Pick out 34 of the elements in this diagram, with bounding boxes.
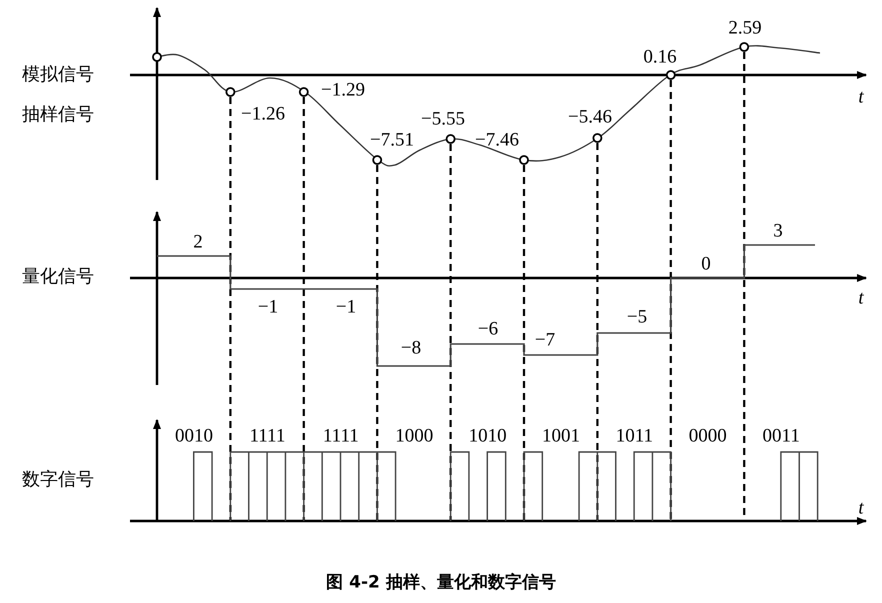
signal-name: 模拟信号 [22, 66, 94, 84]
level-label: −5 [626, 308, 648, 326]
signal-name: 数字信号 [22, 471, 94, 489]
binary-code: 1011 [616, 426, 654, 446]
value-label: −7.46 [475, 130, 519, 150]
signal-name: 量化信号 [22, 268, 94, 286]
figure-caption: 图 4-2 抽样、量化和数字信号 [326, 574, 556, 592]
value-label: −1.26 [241, 104, 285, 124]
level-label: −8 [400, 338, 422, 358]
level-label: −7 [534, 330, 556, 350]
level-label: −1 [336, 298, 356, 316]
axis-label: t [858, 498, 864, 518]
level-label: −1 [258, 298, 278, 316]
axis-label: t [858, 88, 864, 106]
binary-code: 0000 [688, 426, 727, 446]
value-label: 2.59 [728, 18, 762, 38]
binary-code: 1111 [249, 426, 286, 446]
binary-code: 1001 [542, 426, 580, 446]
value-label: −5.55 [421, 110, 465, 128]
binary-code: 0010 [175, 426, 213, 446]
binary-code: 1010 [468, 426, 507, 446]
axis-label: t [858, 288, 864, 308]
value-label: −7.51 [370, 130, 414, 150]
binary-code: 1000 [395, 426, 434, 446]
level-label: 0 [701, 254, 711, 274]
value-label: −5.46 [568, 108, 612, 126]
level-label: 3 [773, 222, 783, 240]
level-label: −6 [478, 320, 498, 338]
binary-code: 0011 [762, 426, 800, 446]
signal-name: 抽样信号 [22, 106, 94, 124]
value-label: 0.16 [643, 48, 677, 66]
value-label: −1.29 [321, 80, 365, 100]
level-label: 2 [193, 232, 203, 252]
binary-code: 1111 [322, 426, 359, 446]
